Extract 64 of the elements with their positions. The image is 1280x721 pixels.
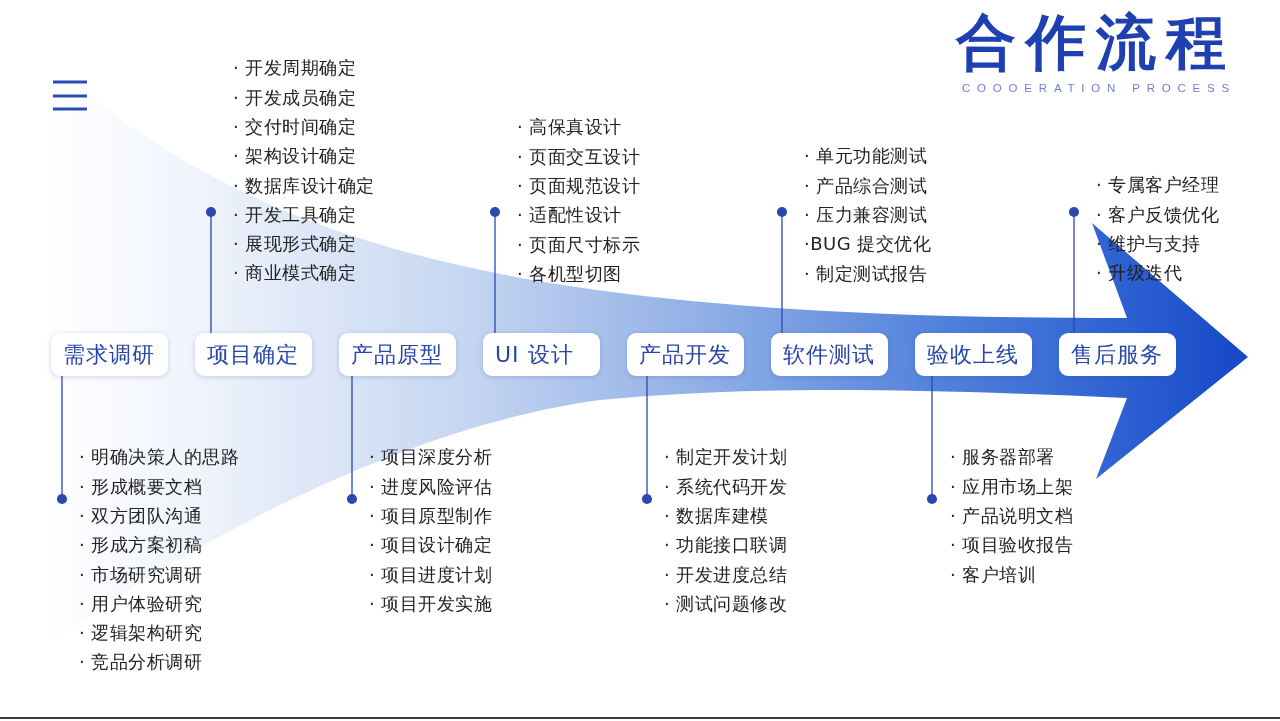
list-item: · 数据库设计确定 [233,173,375,198]
stage-box: 软件测试 [771,333,888,376]
list-item: · 压力兼容测试 [804,202,929,227]
list-item: · 开发周期确定 [233,56,358,81]
leader-line [56,375,68,505]
list-item: · 用户体验研究 [79,591,204,616]
list-item: · 项目设计确定 [369,533,493,558]
stage-box: 售后服务 [1059,333,1176,376]
leader-line [776,206,788,334]
stage-box: 需求调研 [51,333,168,376]
list-item: · 页面交互设计 [517,144,641,169]
list-item: · 竞品分析调研 [79,650,204,675]
stage-box: 产品原型 [339,333,456,376]
list-item: · 产品综合测试 [804,173,929,198]
leader-line [926,375,938,505]
list-item: · 产品说明文档 [950,503,1074,528]
leader-line [641,375,653,505]
subtitle: COOOERATION PROCESS [962,81,1237,96]
list-item: · 开发成员确定 [233,85,358,110]
leader-line [346,375,358,505]
list-item: · 高保真设计 [517,115,623,140]
list-item: · 商业模式确定 [233,261,358,286]
list-item: · 制定开发计划 [664,445,788,470]
list-item: · 专属客户经理 [1096,173,1220,198]
list-item: · 项目开发实施 [369,591,493,616]
list-item: · 项目验收报告 [950,533,1074,558]
list-item: · 制定测试报告 [804,261,929,286]
leader-line [489,206,501,334]
leader-line [1068,206,1080,334]
list-item: · 单元功能测试 [804,144,929,169]
list-item: · 市场研究调研 [79,562,204,587]
list-item: · 项目原型制作 [369,503,493,528]
list-item: · 各机型切图 [517,261,623,286]
list-item: · 适配性设计 [517,203,623,228]
list-item: · 项目深度分析 [369,445,493,470]
list-item: · 展现形式确定 [233,232,358,257]
list-item: · 明确决策人的思路 [79,445,240,470]
list-item: · 双方团队沟通 [79,503,204,528]
list-item: · 逻辑架构研究 [79,621,204,646]
list-item: · 进度风险评估 [369,474,493,499]
title: 合作流程 [956,6,1236,78]
list-item: · 形成概要文档 [79,474,204,499]
stage-box: 项目确定 [195,333,312,376]
list-item: · 页面规范设计 [517,173,641,198]
list-item: · 开发进度总结 [664,562,788,587]
list-item: · 应用市场上架 [950,474,1074,499]
list-item: · 开发工具确定 [233,202,358,227]
list-item: · 交付时间确定 [233,114,358,139]
list-item: · 功能接口联调 [664,533,788,558]
leader-line [205,206,217,334]
stage-box: UI 设计 [483,333,600,376]
list-item: · 测试问题修改 [664,591,788,616]
stage-box: 验收上线 [915,333,1032,376]
list-item: · 系统代码开发 [664,474,788,499]
list-item: · 项目进度计划 [369,562,493,587]
list-item: · 客户反馈优化 [1096,202,1220,227]
stage-box: 产品开发 [627,333,744,376]
list-item: · 形成方案初稿 [79,533,204,558]
list-item: · 数据库建模 [664,503,770,528]
list-item: · 客户培训 [950,562,1038,587]
list-item: · 页面尺寸标示 [517,232,641,257]
list-item: · 服务器部署 [950,445,1056,470]
list-item: · 架构设计确定 [233,144,358,169]
list-item: ·BUG 提交优化 [804,232,932,257]
